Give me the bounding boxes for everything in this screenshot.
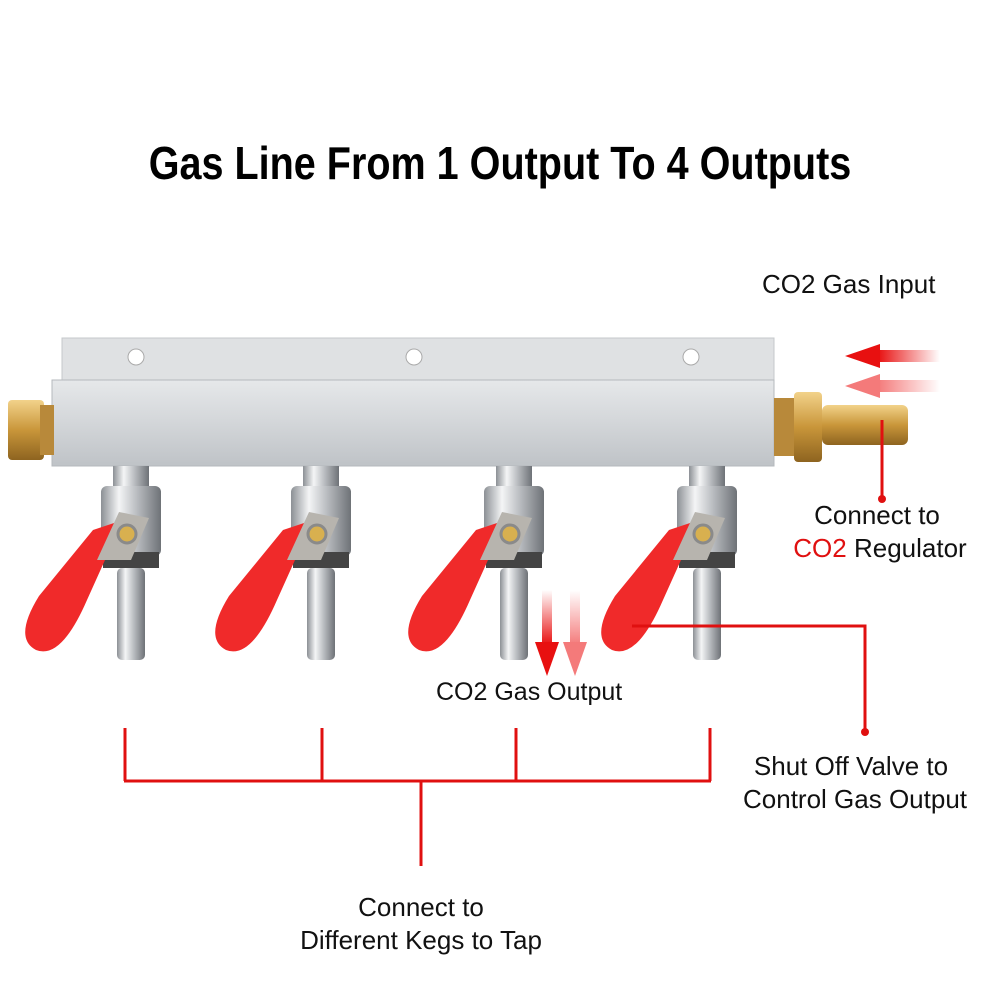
brass-cap-left: [8, 400, 54, 460]
manifold-body: [51, 337, 775, 467]
brass-barb-input: [774, 392, 908, 462]
regulator-label-line2: CO2 Regulator: [780, 532, 980, 564]
shutoff-valve-4: [601, 466, 737, 660]
gas-input-label: CO2 Gas Input: [762, 269, 936, 299]
shutoff-valve-2: [215, 466, 351, 660]
kegs-label-line1: Connect to: [358, 892, 484, 922]
shutoff-valve-3: [408, 466, 544, 660]
regulator-label-line1: Connect to: [814, 500, 940, 530]
shutoff-valve-1: [25, 466, 161, 660]
output-arrows: [535, 590, 587, 676]
kegs-label-line2: Different Kegs to Tap: [300, 925, 542, 955]
callout-lines: [123, 420, 884, 866]
co2-highlight: CO2: [793, 533, 847, 563]
input-arrows: [845, 344, 940, 398]
regulator-word: Regulator: [846, 533, 967, 563]
valve-label-line1: Shut Off Valve to: [753, 751, 949, 781]
gas-output-label: CO2 Gas Output: [436, 678, 623, 706]
page-title: Gas Line From 1 Output To 4 Outputs: [148, 137, 852, 189]
valve-label-line2: Control Gas Output: [743, 784, 967, 814]
